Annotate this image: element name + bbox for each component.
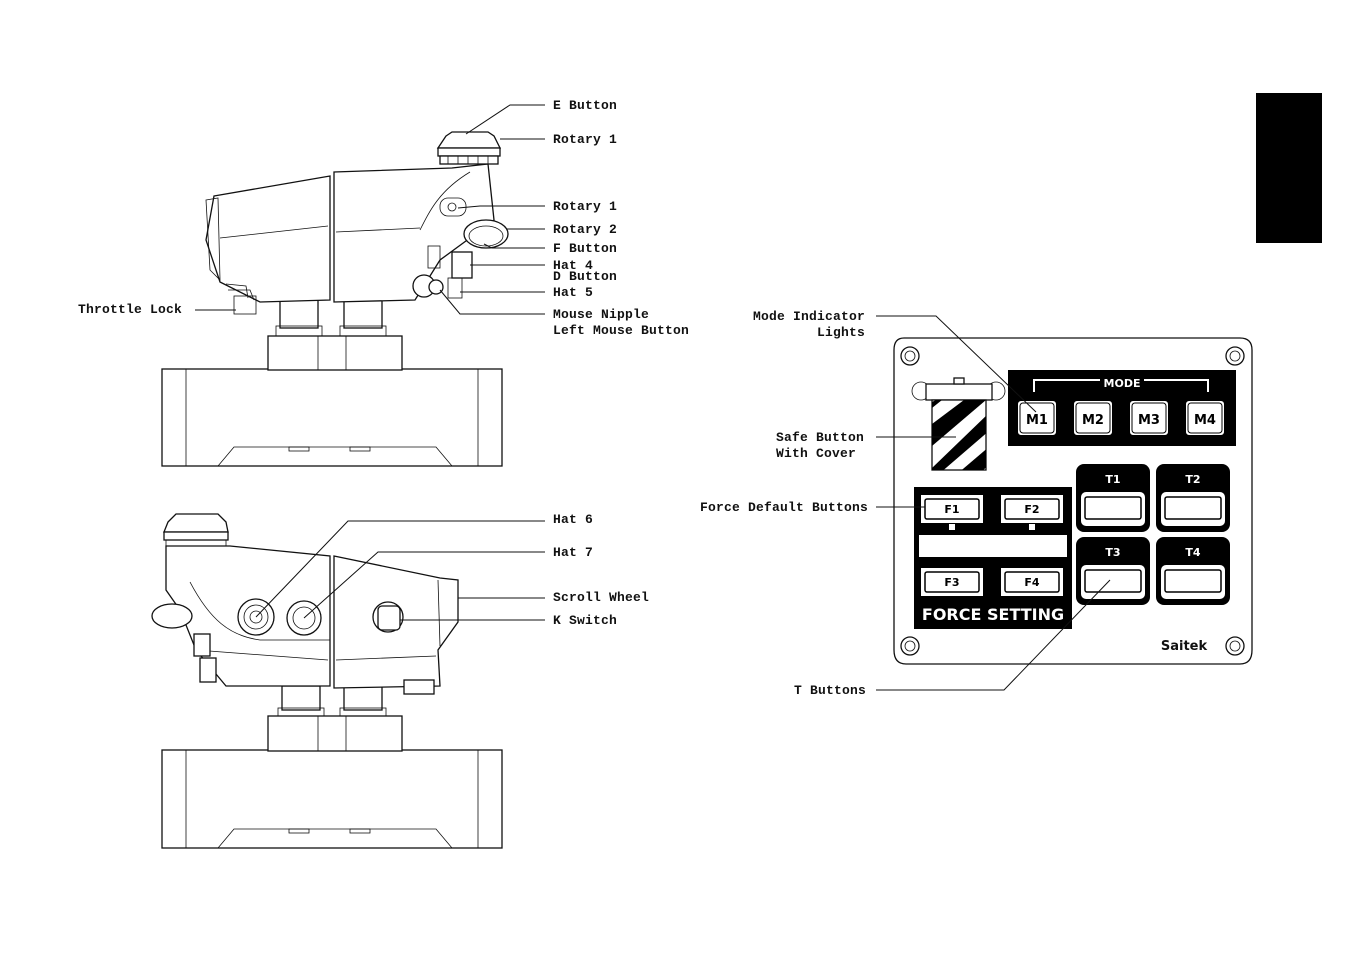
- label-left-mouse-button: Left Mouse Button: [553, 323, 689, 338]
- mode-button-m1[interactable]: M1: [1016, 399, 1058, 437]
- label-hat-4: Hat 4: [553, 258, 593, 273]
- label-throttle-lock: Throttle Lock: [78, 302, 182, 317]
- f-button-f2[interactable]: F2: [1001, 495, 1063, 523]
- t-button-label: T4: [1185, 546, 1201, 559]
- label-d-button: D Button: [553, 269, 617, 284]
- label-rotary-1: Rotary 1: [553, 199, 617, 214]
- label-hat-7: Hat 7: [553, 545, 593, 560]
- throttle-side-view-bottom: [151, 513, 503, 849]
- indicator-light: [1029, 561, 1035, 567]
- indicator-light: [949, 524, 955, 530]
- screw-icon: [1225, 346, 1245, 366]
- label-rotary-2: Rotary 2: [553, 222, 617, 237]
- f-button-label: F4: [1024, 576, 1040, 589]
- f-button-f4[interactable]: F4: [1001, 568, 1063, 596]
- mode-button-m3[interactable]: M3: [1128, 399, 1170, 437]
- label-k-switch: K Switch: [553, 613, 617, 628]
- screw-icon: [1225, 636, 1245, 656]
- t-button-t3[interactable]: T3: [1076, 537, 1150, 605]
- mode-button-m4[interactable]: M4: [1184, 399, 1226, 437]
- screw-icon: [900, 636, 920, 656]
- control-panel: MODE M1 M2 M3 M4 T1: [893, 337, 1253, 665]
- mode-button-label: M1: [1026, 413, 1048, 428]
- f-button-label: F1: [944, 503, 959, 516]
- t-button-label: T1: [1105, 473, 1120, 486]
- throttle-side-view-top: [161, 131, 509, 467]
- indicator-light: [1029, 524, 1035, 530]
- label-f-button: F Button: [553, 241, 617, 256]
- label-mode-indicator-lights: Lights: [817, 325, 865, 340]
- page-edge-tab: [1256, 93, 1322, 243]
- label-t-buttons: T Buttons: [794, 683, 866, 698]
- label-mouse-nipple: Mouse Nipple: [553, 307, 649, 322]
- leader-lines: [195, 104, 1111, 691]
- mode-button-label: M4: [1194, 413, 1216, 428]
- label-rotary-1-top: Rotary 1: [553, 132, 617, 147]
- label-with-cover: With Cover: [776, 446, 856, 461]
- t-button-label: T3: [1105, 546, 1120, 559]
- label-hat-5: Hat 5: [553, 285, 593, 300]
- mode-button-label: M2: [1082, 413, 1104, 428]
- label-safe-button: Safe Button: [776, 430, 864, 445]
- t-button-label: T2: [1185, 473, 1200, 486]
- mode-button-label: M3: [1138, 413, 1160, 428]
- indicator-light: [949, 561, 955, 567]
- mode-title: MODE: [1104, 377, 1141, 390]
- label-e-button: E Button: [553, 98, 617, 113]
- screw-icon: [900, 346, 920, 366]
- force-setting-title: FORCE SETTING: [922, 605, 1064, 624]
- t-button-t1[interactable]: T1: [1076, 464, 1150, 532]
- f-button-f3[interactable]: F3: [921, 568, 983, 596]
- label-hat-6: Hat 6: [553, 512, 593, 527]
- safe-button-cover[interactable]: [911, 377, 1006, 480]
- label-scroll-wheel: Scroll Wheel: [553, 590, 649, 605]
- label-force-default-buttons: Force Default Buttons: [700, 500, 868, 515]
- brand-logo-text: Saitek: [1161, 639, 1208, 654]
- t-button-t2[interactable]: T2: [1156, 464, 1230, 532]
- f-button-label: F2: [1024, 503, 1039, 516]
- f-button-f1[interactable]: F1: [921, 495, 983, 523]
- callout-labels: E Button Rotary 1 Rotary 1 Rotary 2 F Bu…: [78, 98, 868, 698]
- label-mode-indicator: Mode Indicator: [753, 309, 865, 324]
- mode-button-m2[interactable]: M2: [1072, 399, 1114, 437]
- t-button-t4[interactable]: T4: [1156, 537, 1230, 605]
- f-button-label: F3: [944, 576, 959, 589]
